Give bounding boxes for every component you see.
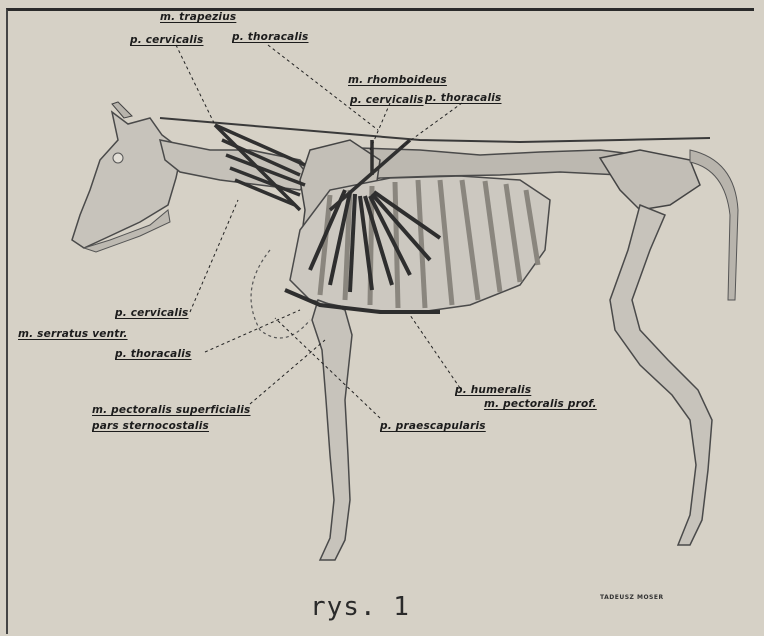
label-rhomboideus-cervicalis: p. cervicalis — [350, 94, 424, 106]
label-trapezius-cervicalis: p. cervicalis — [130, 34, 204, 46]
hind-leg — [610, 205, 712, 545]
label-m-serratus-ventr: m. serratus ventr. — [18, 328, 128, 340]
skull — [72, 112, 182, 248]
tail — [690, 150, 738, 300]
label-rhomboideus-thoracalis: p. thoracalis — [425, 92, 502, 104]
label-p-humeralis: p. humeralis — [455, 384, 531, 396]
label-pectoralis-superficialis: m. pectoralis superficialis — [92, 404, 251, 416]
label-pars-sternocostalis: pars sternocostalis — [92, 420, 209, 432]
label-m-pectoralis-prof: m. pectoralis prof. — [484, 398, 597, 410]
eye-orbit — [113, 153, 123, 163]
pelvis — [600, 150, 700, 210]
artist-signature: TADEUSZ MOSER — [600, 594, 664, 602]
fore-leg — [312, 300, 352, 560]
label-p-praescapularis: p. praescapularis — [380, 420, 486, 432]
label-serratus-thoracalis: p. thoracalis — [115, 348, 192, 360]
label-trapezius-thoracalis: p. thoracalis — [232, 31, 309, 43]
label-m-rhomboideus: m. rhomboideus — [348, 74, 447, 86]
label-serratus-cervicalis: p. cervicalis — [115, 307, 189, 319]
figure-caption: rys. 1 — [310, 592, 410, 622]
label-m-trapezius: m. trapezius — [160, 11, 236, 23]
